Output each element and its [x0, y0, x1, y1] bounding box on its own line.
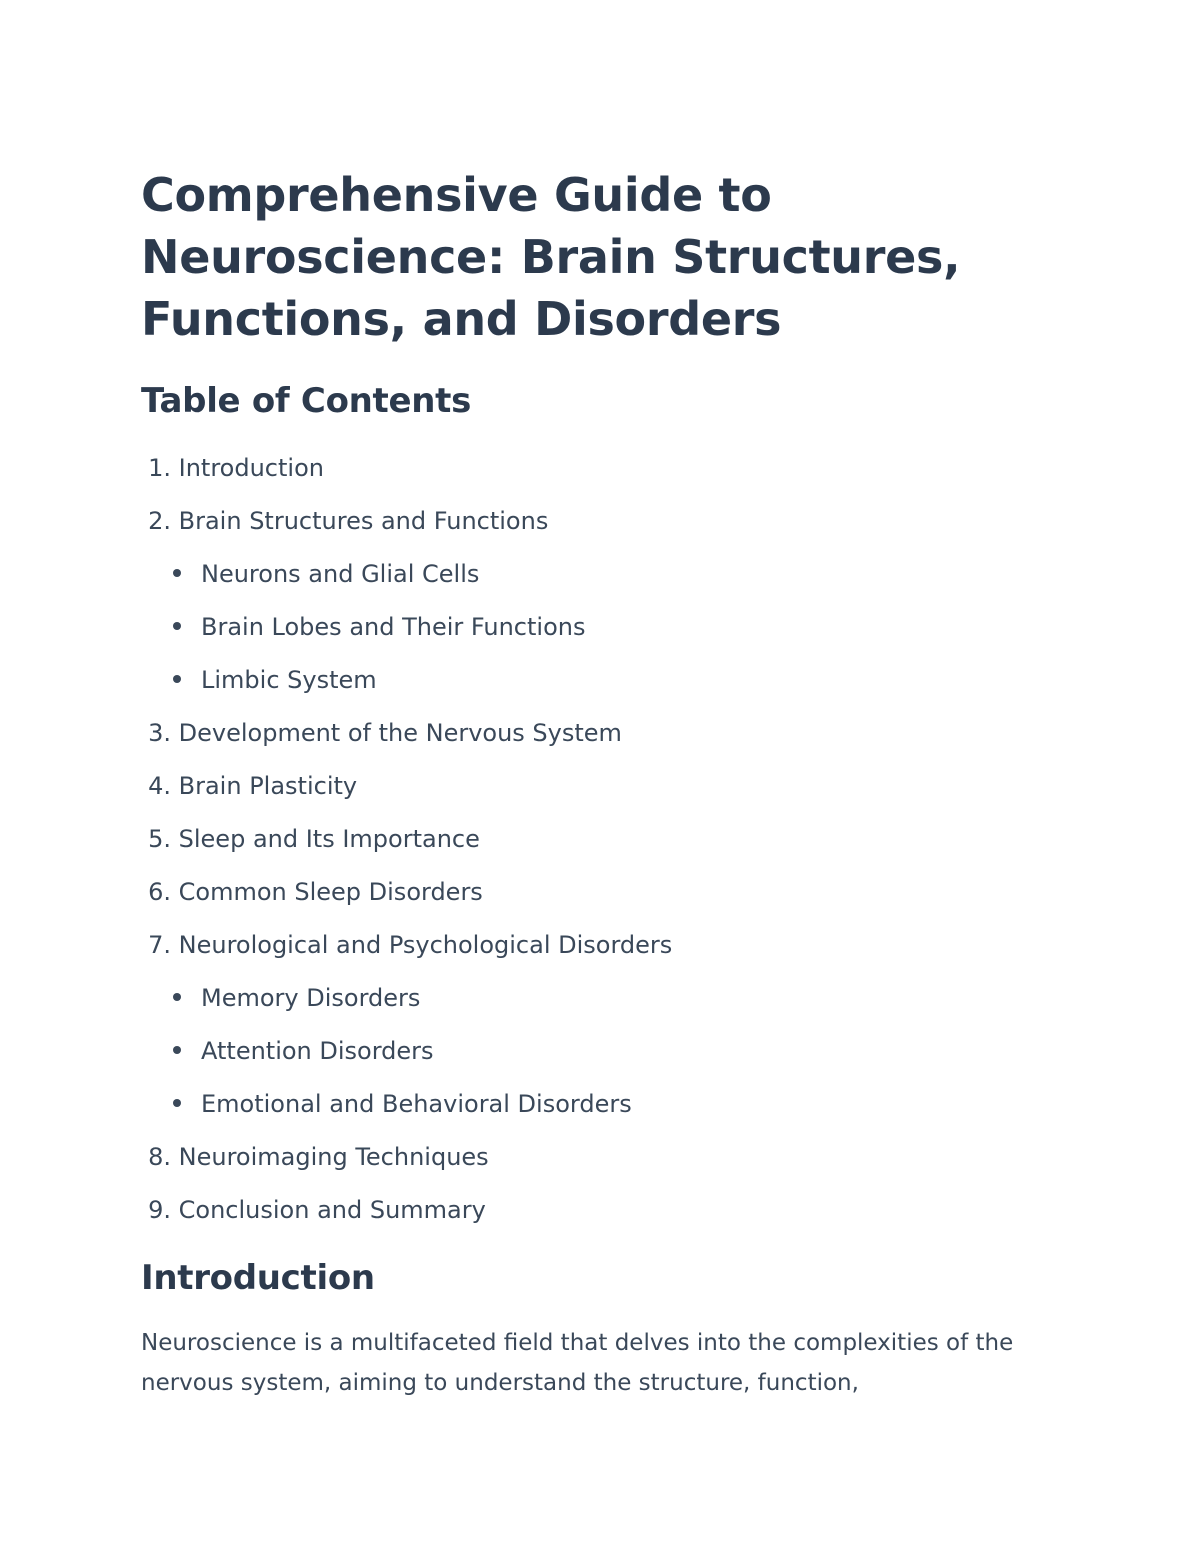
- bullet-icon: [173, 675, 181, 683]
- toc-subitem-label: Emotional and Behavioral Disorders: [201, 1090, 632, 1118]
- toc-subitem-attention[interactable]: Attention Disorders: [171, 1031, 434, 1071]
- toc-item-number: 2.: [148, 507, 171, 535]
- toc-heading: Table of Contents: [141, 381, 472, 421]
- toc-item-number: 1.: [148, 454, 171, 482]
- toc-item-neuro-disorders[interactable]: 7. Neurological and Psychological Disord…: [141, 925, 672, 965]
- toc-subitem-neurons[interactable]: Neurons and Glial Cells: [171, 554, 479, 594]
- bullet-icon: [173, 993, 181, 1001]
- toc-item-neuroimaging[interactable]: 8. Neuroimaging Techniques: [141, 1137, 489, 1177]
- toc-item-sleep[interactable]: 5. Sleep and Its Importance: [141, 819, 480, 859]
- toc-subitem-label: Limbic System: [201, 666, 377, 694]
- document-title: Comprehensive Guide to Neuroscience: Bra…: [141, 168, 961, 346]
- introduction-paragraph: Neuroscience is a multifaceted field tha…: [141, 1330, 1014, 1396]
- toc-item-introduction[interactable]: 1. Introduction: [141, 448, 324, 488]
- toc-item-label: Brain Plasticity: [178, 772, 358, 800]
- toc-subitem-label: Brain Lobes and Their Functions: [201, 613, 586, 641]
- toc-item-conclusion[interactable]: 9. Conclusion and Summary: [141, 1190, 486, 1230]
- toc-item-label: Common Sleep Disorders: [178, 878, 483, 906]
- bullet-icon: [173, 1099, 181, 1107]
- toc-subitem-limbic-system[interactable]: Limbic System: [171, 660, 377, 700]
- introduction-heading: Introduction: [141, 1258, 375, 1298]
- toc-item-sleep-disorders[interactable]: 6. Common Sleep Disorders: [141, 872, 483, 912]
- bullet-icon: [173, 622, 181, 630]
- toc-item-plasticity[interactable]: 4. Brain Plasticity: [141, 766, 357, 806]
- toc-subitem-brain-lobes[interactable]: Brain Lobes and Their Functions: [171, 607, 585, 647]
- toc-item-development[interactable]: 3. Development of the Nervous System: [141, 713, 622, 753]
- toc-item-label: Conclusion and Summary: [178, 1196, 486, 1224]
- toc-item-number: 3.: [148, 719, 171, 747]
- toc-item-number: 6.: [148, 878, 171, 906]
- toc-subitem-label: Neurons and Glial Cells: [201, 560, 480, 588]
- toc-subitem-memory[interactable]: Memory Disorders: [171, 978, 420, 1018]
- toc-item-label: Sleep and Its Importance: [178, 825, 480, 853]
- bullet-icon: [173, 1046, 181, 1054]
- toc-item-label: Neurological and Psychological Disorders: [178, 931, 673, 959]
- toc-item-brain-structures[interactable]: 2. Brain Structures and Functions: [141, 501, 548, 541]
- toc-item-number: 8.: [148, 1143, 171, 1171]
- toc-subitem-emotional[interactable]: Emotional and Behavioral Disorders: [171, 1084, 632, 1124]
- toc-subitem-label: Memory Disorders: [201, 984, 421, 1012]
- toc-subitem-label: Attention Disorders: [201, 1037, 434, 1065]
- toc-item-label: Neuroimaging Techniques: [178, 1143, 489, 1171]
- bullet-icon: [173, 569, 181, 577]
- toc-item-number: 9.: [148, 1196, 171, 1224]
- toc-item-number: 7.: [148, 931, 171, 959]
- toc-item-number: 5.: [148, 825, 171, 853]
- toc-item-label: Development of the Nervous System: [178, 719, 622, 747]
- toc-item-label: Brain Structures and Functions: [178, 507, 549, 535]
- toc-item-number: 4.: [148, 772, 171, 800]
- toc-item-label: Introduction: [178, 454, 324, 482]
